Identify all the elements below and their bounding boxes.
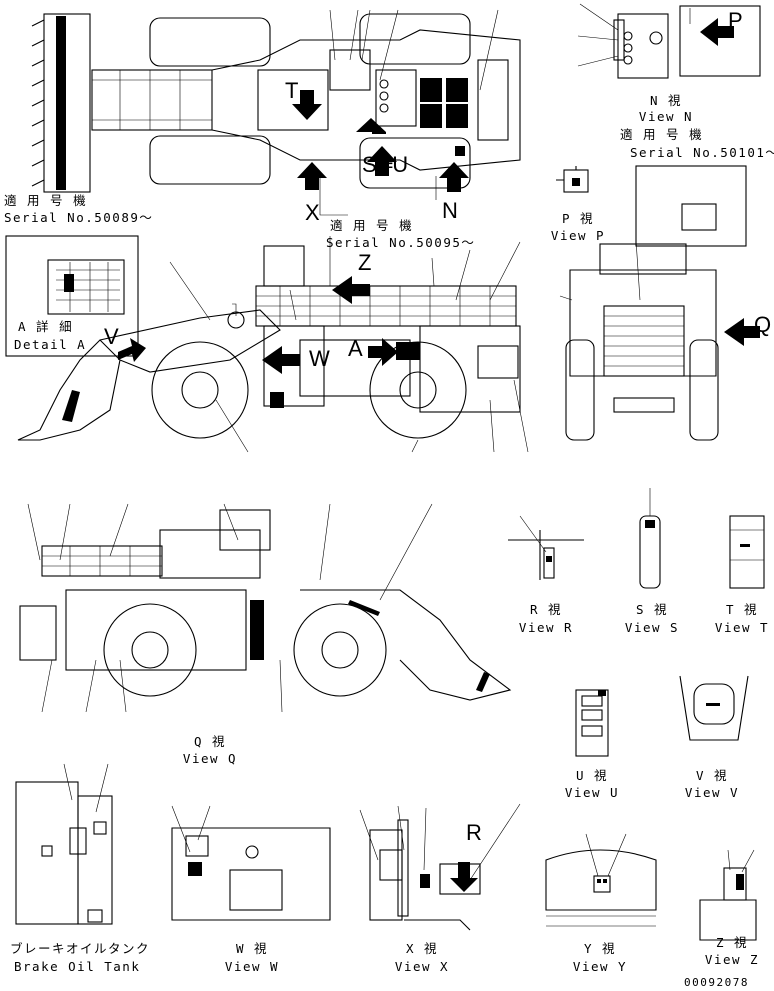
view-t-jp: T 視 — [725, 602, 759, 617]
view-q-front-drawing — [559, 239, 760, 441]
view-w-en: View W — [224, 959, 280, 974]
arrow-letter-a: A — [348, 336, 363, 361]
side-view-left — [17, 236, 529, 453]
detail-a-jp: A 詳 細 — [18, 319, 74, 334]
view-r-drawing — [508, 515, 584, 580]
view-w-drawing — [171, 805, 331, 921]
view-y-en: View Y — [572, 959, 628, 974]
view-z-jp: Z 視 — [715, 935, 749, 950]
serial-top-left-jp: 適 用 号 機 — [4, 193, 88, 208]
view-x-en: View X — [394, 959, 450, 974]
view-n-drawing — [577, 3, 761, 79]
arrow-letter-w: W — [309, 346, 330, 371]
view-q-jp: Q 視 — [193, 734, 227, 749]
serial-top-mid-jp: 適 用 号 機 — [330, 218, 414, 233]
top-view-loader — [31, 9, 521, 216]
view-s-en: View S — [624, 620, 680, 635]
view-v-en: View V — [684, 785, 740, 800]
arrow-letter-r: R — [466, 820, 482, 845]
view-y-drawing — [545, 833, 657, 927]
view-z-drawing — [699, 849, 757, 941]
view-v-drawing — [679, 675, 749, 741]
detail-a-drawing — [5, 235, 139, 357]
view-x-jp: X 視 — [405, 941, 439, 956]
arrow-letter-n: N — [442, 198, 458, 223]
arrow-letter-z: Z — [358, 250, 372, 275]
view-s-drawing — [639, 488, 661, 589]
arrow-letter-x: X — [305, 200, 320, 225]
view-z-en: View Z — [704, 952, 760, 967]
view-v-jp: V 視 — [695, 768, 729, 783]
brake-oil-tank-drawing — [15, 763, 113, 925]
detail-a-en: Detail A — [14, 337, 87, 352]
brake-oil-tank-jp: ブレーキオイルタンク — [10, 941, 151, 956]
view-n-en: View N — [638, 109, 694, 124]
serial-top-right-jp: 適 用 号 機 — [620, 127, 704, 142]
arrow-letter-v: V — [104, 324, 119, 349]
view-q-en: View Q — [182, 751, 238, 766]
serial-top-left-en: Serial No.50089〜 — [4, 210, 154, 225]
view-u-drawing — [575, 689, 609, 757]
arrow-letter-t: T — [285, 78, 299, 103]
view-u-en: View U — [564, 785, 620, 800]
side-view-right — [19, 503, 512, 713]
arrow-letter-s-eq-u: S═U — [362, 152, 409, 177]
view-y-jp: Y 視 — [583, 941, 617, 956]
serial-top-right-en: Serial No.50101〜 — [630, 145, 774, 160]
drawing-number: 00092078 — [684, 976, 749, 989]
view-r-jp: R 視 — [529, 602, 563, 617]
arrow-letter-p: P — [728, 8, 743, 33]
view-s-jp: S 視 — [635, 602, 669, 617]
view-t-drawing — [729, 515, 765, 589]
view-w-jp: W 視 — [235, 941, 269, 956]
arrow-letter-q: Q — [754, 312, 772, 337]
serial-top-mid-en: Serial No.50095〜 — [326, 235, 476, 250]
view-p-jp: P 視 — [561, 211, 595, 226]
view-n-jp: N 視 — [649, 93, 683, 108]
view-p-en: View P — [550, 228, 606, 243]
view-x-drawing — [359, 803, 521, 931]
view-r-en: View R — [518, 620, 574, 635]
view-t-en: View T — [714, 620, 770, 635]
view-u-jp: U 視 — [575, 768, 609, 783]
view-p-drawing — [556, 165, 747, 247]
brake-oil-tank-en: Brake Oil Tank — [14, 959, 141, 974]
